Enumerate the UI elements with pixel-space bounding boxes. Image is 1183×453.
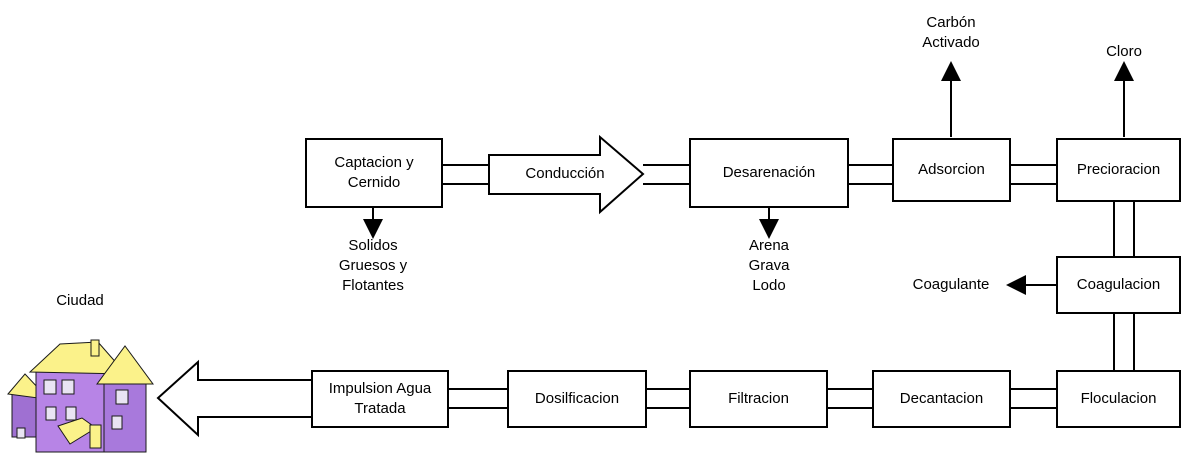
house-window [45,406,57,421]
pipe-coagulacion-floculacion [1113,313,1135,371]
desarenacion-box[interactable]: Desarenación [689,138,849,208]
house-window [61,379,75,395]
output-arrows [363,61,1134,295]
precloracion-box[interactable]: Precioracion [1056,138,1181,202]
pipe-adsorcion-precloracion [1010,164,1057,185]
house-window [111,415,123,430]
conduccion-hollow-arrow [488,134,645,215]
filtracion-box[interactable]: Filtracion [689,370,828,428]
impulsion-box[interactable]: Impulsion Agua Tratada [311,370,449,428]
house-window [115,389,129,405]
pipe-conduccion-desarenacion [643,164,690,185]
pipe-desarenacion-adsorcion [848,164,893,185]
conduccion-label: Conducción [525,165,605,182]
pipe-filtracion-dosificacion [646,388,690,409]
decantacion-box[interactable]: Decantacion [872,370,1011,428]
city-house-illustration [7,339,154,453]
solidos-label: Solidos Gruesos y Flotantes [338,237,408,294]
city-hollow-arrow [156,359,313,438]
pipe-decantacion-filtracion [827,388,873,409]
house-gable-roof [96,345,154,385]
pipe-dosificacion-impulsion [448,388,508,409]
adsorcion-box[interactable]: Adsorcion [892,138,1011,202]
floculacion-box[interactable]: Floculacion [1056,370,1181,428]
arena-label: Arena Grava Lodo [748,237,790,294]
ciudad-label: Ciudad [56,292,104,309]
pipe-captacion-conduccion [442,164,490,185]
coagulante-label: Coagulante [912,276,990,293]
coagulacion-box[interactable]: Coagulacion [1056,256,1181,314]
captacion-box[interactable]: Captacion y Cernido [305,138,443,208]
house-window [16,427,26,439]
pipe-floculacion-decantacion [1010,388,1057,409]
house-door [89,424,102,449]
carbon-label: Carbón Activado [922,14,980,51]
pipe-precloracion-coagulacion [1113,202,1135,257]
dosificacion-box[interactable]: Dosilficacion [507,370,647,428]
pipe-connectors [442,164,1135,409]
house-window [65,406,77,421]
house-side-roof [7,373,41,399]
house-chimney [90,339,100,357]
house-window [43,379,57,395]
cloro-label: Cloro [1106,43,1142,60]
